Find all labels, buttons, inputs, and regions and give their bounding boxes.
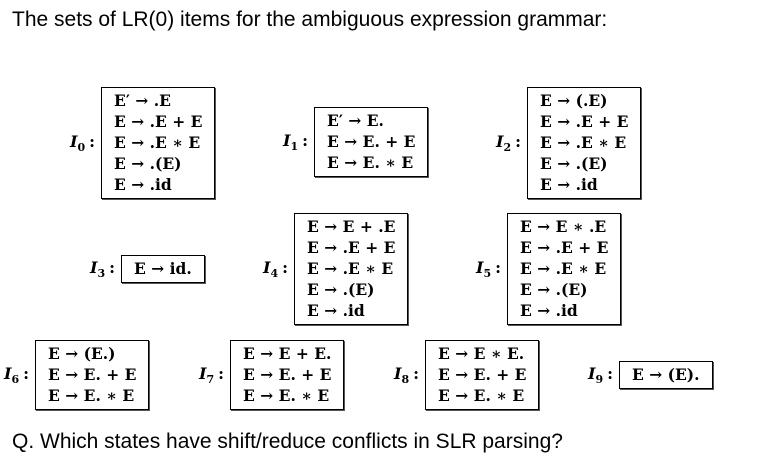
- item-set-box: E′ → .E E → .E + E E → .E ∗ E E → .(E) E…: [101, 87, 216, 199]
- item-set-box: E → E ∗ E. E → E. + E E → E. ∗ E: [425, 340, 540, 410]
- lr-item: E → .(E): [520, 280, 588, 299]
- state-label: I4:: [263, 257, 289, 281]
- state-i8: I8: E → E ∗ E. E → E. + E E → E. ∗ E: [394, 340, 540, 410]
- state-i0: I0: E′ → .E E → .E + E E → .E ∗ E E → .(…: [70, 87, 216, 199]
- lr-item: E → (.E): [540, 91, 608, 110]
- state-i4: I4: E → E + .E E → .E + E E → .E ∗ E E →…: [263, 213, 409, 325]
- state-i6: I6: E → (E.) E → E. + E E → E. ∗ E: [4, 340, 150, 410]
- state-i2: I2: E → (.E) E → .E + E E → .E ∗ E E → .…: [496, 87, 642, 199]
- state-label: I0:: [70, 131, 96, 155]
- lr-item: E → E ∗ .E: [520, 217, 607, 236]
- lr-item: E → id.: [134, 259, 192, 278]
- state-label: I1:: [283, 130, 309, 154]
- state-label: I5:: [476, 257, 502, 281]
- lr-item: E → .(E): [307, 280, 375, 299]
- lr-item: E → E + E.: [243, 344, 332, 363]
- state-label: I8:: [394, 363, 420, 387]
- lr-item: E → .(E): [540, 154, 608, 173]
- lr-item: E → E ∗ E.: [438, 344, 525, 363]
- item-set-box: E → (E.) E → E. + E E → E. ∗ E: [35, 340, 150, 410]
- lr-item: E → E. ∗ E: [48, 386, 135, 405]
- lr-item: E → E. ∗ E: [243, 386, 330, 405]
- lr-item: E → .E + E: [307, 238, 396, 257]
- question-text: Q. Which states have shift/reduce confli…: [12, 430, 563, 453]
- page-title: The sets of LR(0) items for the ambiguou…: [12, 8, 608, 31]
- lr-item: E → .id: [307, 301, 365, 320]
- lr-item: E → .E ∗ E: [540, 133, 627, 152]
- lr-item: E → E + .E: [307, 217, 396, 236]
- lr-item: E → .id: [520, 301, 578, 320]
- state-label: I6:: [4, 363, 30, 387]
- state-label: I9:: [588, 363, 614, 387]
- lr-item: E → E. + E: [327, 132, 416, 151]
- lr-item: E → E. + E: [243, 365, 332, 384]
- item-set-box: E → E + E. E → E. + E E → E. ∗ E: [230, 340, 345, 410]
- lr-item: E → .id: [540, 175, 598, 194]
- lr-item: E′ → .E: [114, 91, 171, 110]
- state-i5: I5: E → E ∗ .E E → .E + E E → .E ∗ E E →…: [476, 213, 622, 325]
- lr-item: E′ → E.: [327, 111, 384, 130]
- state-i9: I9: E → (E).: [588, 361, 713, 389]
- lr-item: E → .E ∗ E: [114, 133, 201, 152]
- lr-item: E → .(E): [114, 154, 182, 173]
- lr-item: E → (E).: [632, 365, 700, 384]
- lr-item: E → E. + E: [438, 365, 527, 384]
- item-set-box: E → (E).: [619, 361, 713, 389]
- lr-item: E → (E.): [48, 344, 116, 363]
- state-i3: I3: E → id.: [90, 255, 205, 283]
- item-set-box: E → (.E) E → .E + E E → .E ∗ E E → .(E) …: [527, 87, 642, 199]
- lr-item: E → .E ∗ E: [520, 259, 607, 278]
- state-label: I7:: [199, 363, 225, 387]
- item-set-box: E → id.: [121, 255, 205, 283]
- lr-item: E → .E + E: [114, 112, 203, 131]
- lr-item: E → E. ∗ E: [327, 153, 414, 172]
- lr-item: E → .id: [114, 175, 172, 194]
- lr-item: E → .E + E: [540, 112, 629, 131]
- item-set-box: E′ → E. E → E. + E E → E. ∗ E: [314, 107, 429, 177]
- state-label: I2:: [496, 131, 522, 155]
- state-i7: I7: E → E + E. E → E. + E E → E. ∗ E: [199, 340, 345, 410]
- lr-item: E → .E + E: [520, 238, 609, 257]
- item-set-box: E → E + .E E → .E + E E → .E ∗ E E → .(E…: [294, 213, 409, 325]
- lr-item: E → E. + E: [48, 365, 137, 384]
- lr-item: E → E. ∗ E: [438, 386, 525, 405]
- state-i1: I1: E′ → E. E → E. + E E → E. ∗ E: [283, 107, 429, 177]
- state-label: I3:: [90, 257, 116, 281]
- item-set-box: E → E ∗ .E E → .E + E E → .E ∗ E E → .(E…: [507, 213, 622, 325]
- lr-item: E → .E ∗ E: [307, 259, 394, 278]
